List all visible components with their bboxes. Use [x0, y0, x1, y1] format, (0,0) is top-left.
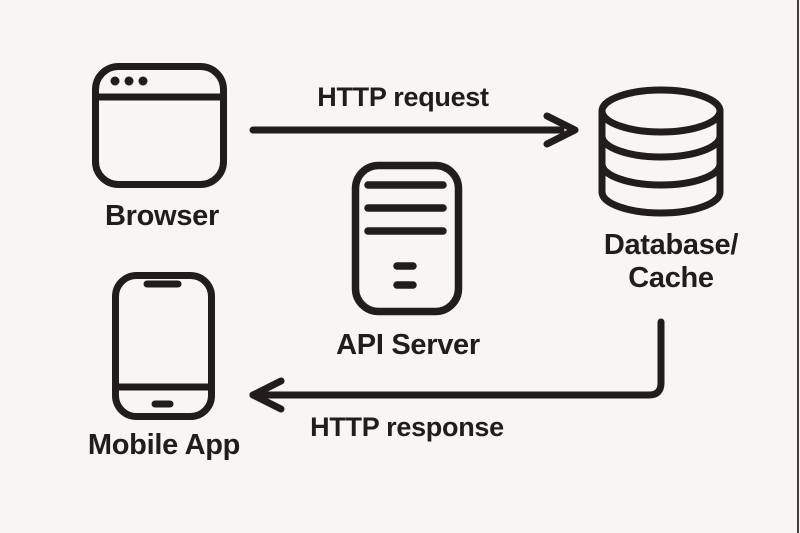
- browser-label: Browser: [105, 200, 219, 232]
- http-request-arrow: [248, 108, 580, 157]
- mobile-app-label: Mobile App: [87, 429, 241, 461]
- http-response-label: HTTP response: [310, 412, 504, 442]
- database-label: Database/ Cache: [603, 229, 739, 294]
- database-icon: [596, 83, 726, 218]
- browser-icon: [90, 61, 229, 190]
- api-server-label: API Server: [336, 329, 480, 361]
- http-request-label: HTTP request: [317, 82, 489, 112]
- mobile-app-icon: [110, 270, 217, 422]
- http-response-arrow: [238, 308, 674, 419]
- right-border-line: [797, 0, 799, 533]
- api-server-icon: [348, 158, 466, 319]
